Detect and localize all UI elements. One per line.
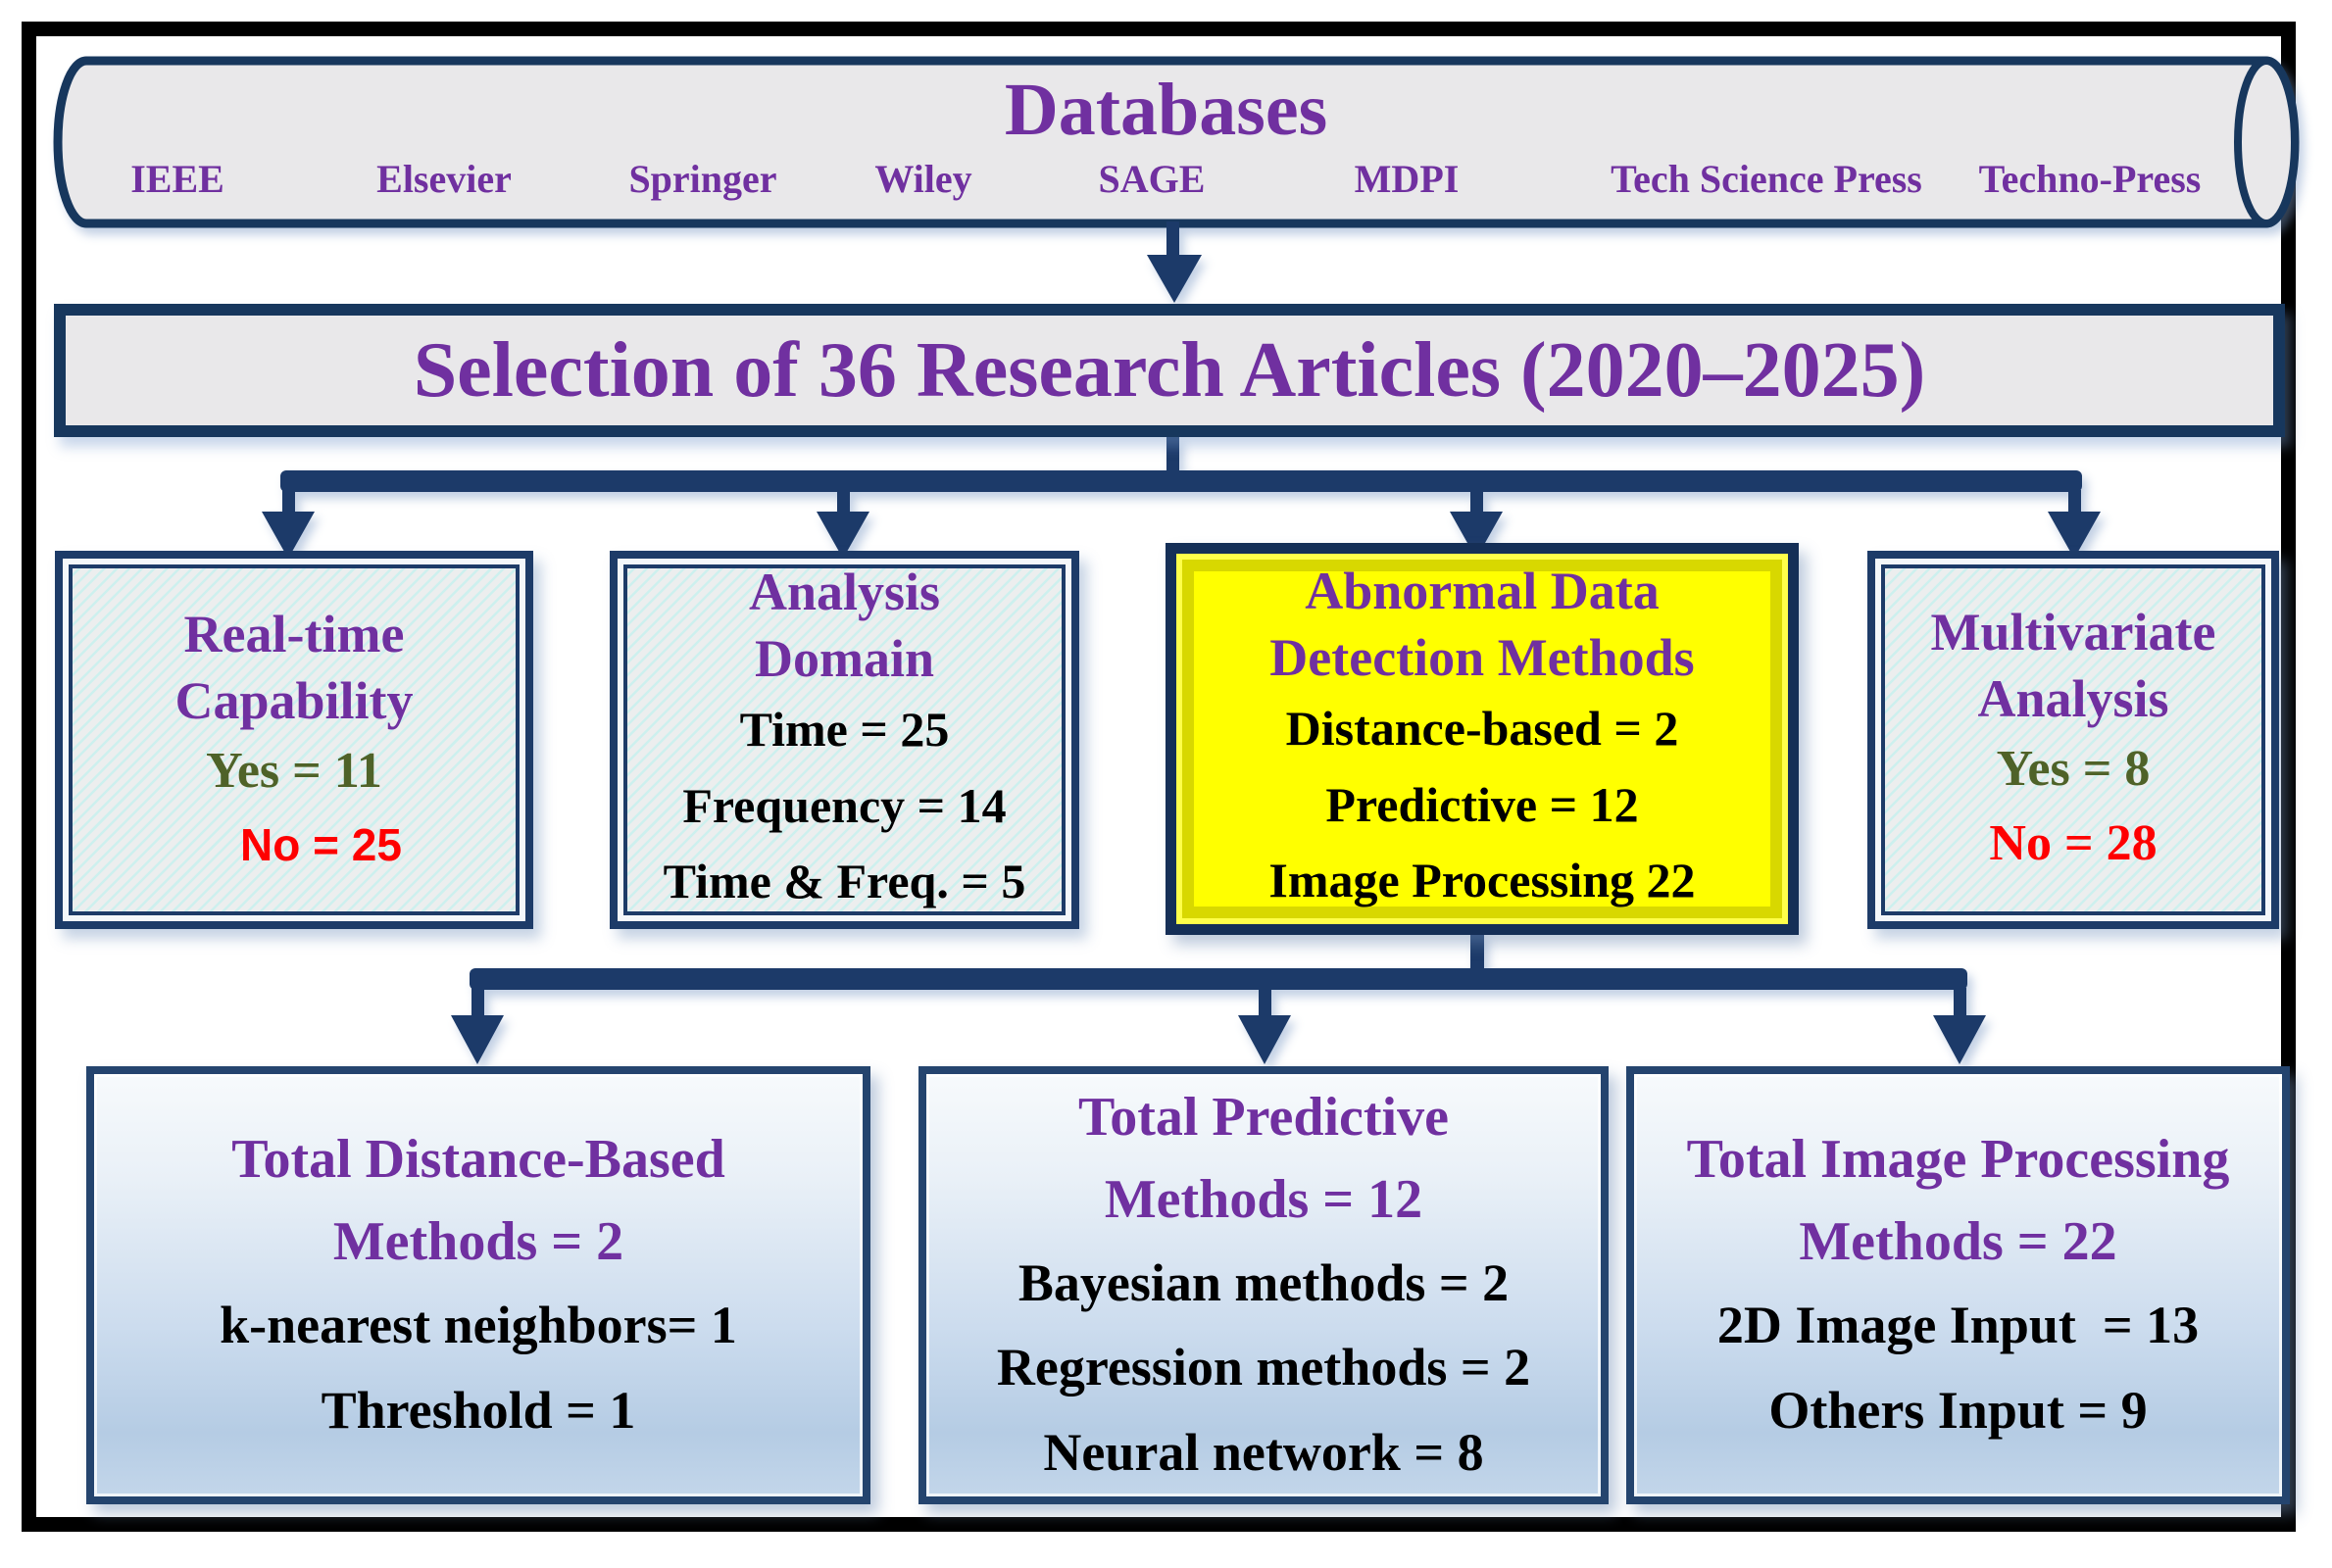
box-title-line: Methods = 12 [1104,1168,1423,1230]
box-title-line: Total Image Processing [1686,1129,2230,1191]
publisher-label-techno-press: Techno-Press [1978,157,2202,201]
box-title-line: Multivariate [1930,603,2216,662]
stat-line: Neural network = 8 [1043,1422,1484,1482]
stat-line: Threshold = 1 [321,1380,636,1440]
stat-line: 2D Image Input = 13 [1716,1296,2200,1355]
publisher-label-elsevier: Elsevier [376,157,512,201]
publisher-label-wiley: Wiley [874,157,972,201]
databases-title: Databases [1004,69,1328,151]
box-abnormal-detection-methods: Abnormal Data Detection Methods Distance… [1166,543,1799,935]
stat-line: Bayesian methods = 2 [1017,1252,1510,1312]
box-title-line: Detection Methods [1269,627,1695,687]
yes-count: Yes = 8 [1996,741,2151,798]
box-title-line: Abnormal Data [1305,562,1660,621]
stat-line: Frequency = 14 [682,777,1007,833]
publisher-label-ieee: IEEE [130,157,224,201]
box-title-line: Analysis [1977,668,2169,728]
box-total-image-processing: Total Image Processing Methods = 22 2D I… [1626,1066,2290,1504]
stat-line: k-nearest neighbors= 1 [220,1296,737,1355]
publisher-label-sage: SAGE [1098,157,1206,201]
cylinder-cap [2234,57,2299,227]
stat-line: Distance-based = 2 [1285,701,1679,757]
box-title-line: Methods = 22 [1799,1211,2117,1273]
yes-count: Yes = 11 [206,743,382,800]
box-title-line: Total Predictive [1078,1086,1449,1148]
box-title-line: Domain [754,628,934,688]
box-title-line: Capability [174,670,414,730]
branch-selection-to-filters [262,437,2101,559]
stat-line: Time = 25 [739,702,950,758]
box-title-line: Total Distance-Based [231,1129,725,1191]
box-total-predictive: Total Predictive Methods = 12 Bayesian m… [918,1066,1609,1504]
databases-cylinder [53,56,2300,228]
box-analysis-domain: Analysis Domain Time = 25 Frequency = 14… [610,551,1079,929]
publisher-label-mdpi: MDPI [1354,157,1460,201]
box-title-line: Real-time [183,605,405,664]
branch-abnormal-to-totals [451,933,1986,1064]
box-realtime-capability: Real-time Capability Yes = 11 No = 25 [55,551,533,929]
stat-line: Regression methods = 2 [996,1338,1531,1397]
box-total-distance-based: Total Distance-Based Methods = 2 k-neare… [86,1066,870,1504]
stat-line: Time & Freq. = 5 [663,854,1026,909]
box-title-line: Methods = 2 [332,1211,624,1273]
selection-banner: Selection of 36 Research Articles (2020–… [54,304,2285,437]
stat-line: Predictive = 12 [1325,776,1639,832]
publisher-label-springer: Springer [628,157,777,201]
no-count: No = 25 [240,818,402,870]
stat-line: Image Processing 22 [1268,853,1696,908]
arrow-databases-to-selection [1147,221,1202,303]
publisher-label-tech-science-press: Tech Science Press [1611,157,1922,201]
box-multivariate-analysis: Multivariate Analysis Yes = 8 No = 28 [1867,551,2279,929]
no-count: No = 28 [1989,814,2158,871]
stat-line: Others Input = 9 [1768,1380,2148,1440]
box-title-line: Analysis [748,563,941,622]
